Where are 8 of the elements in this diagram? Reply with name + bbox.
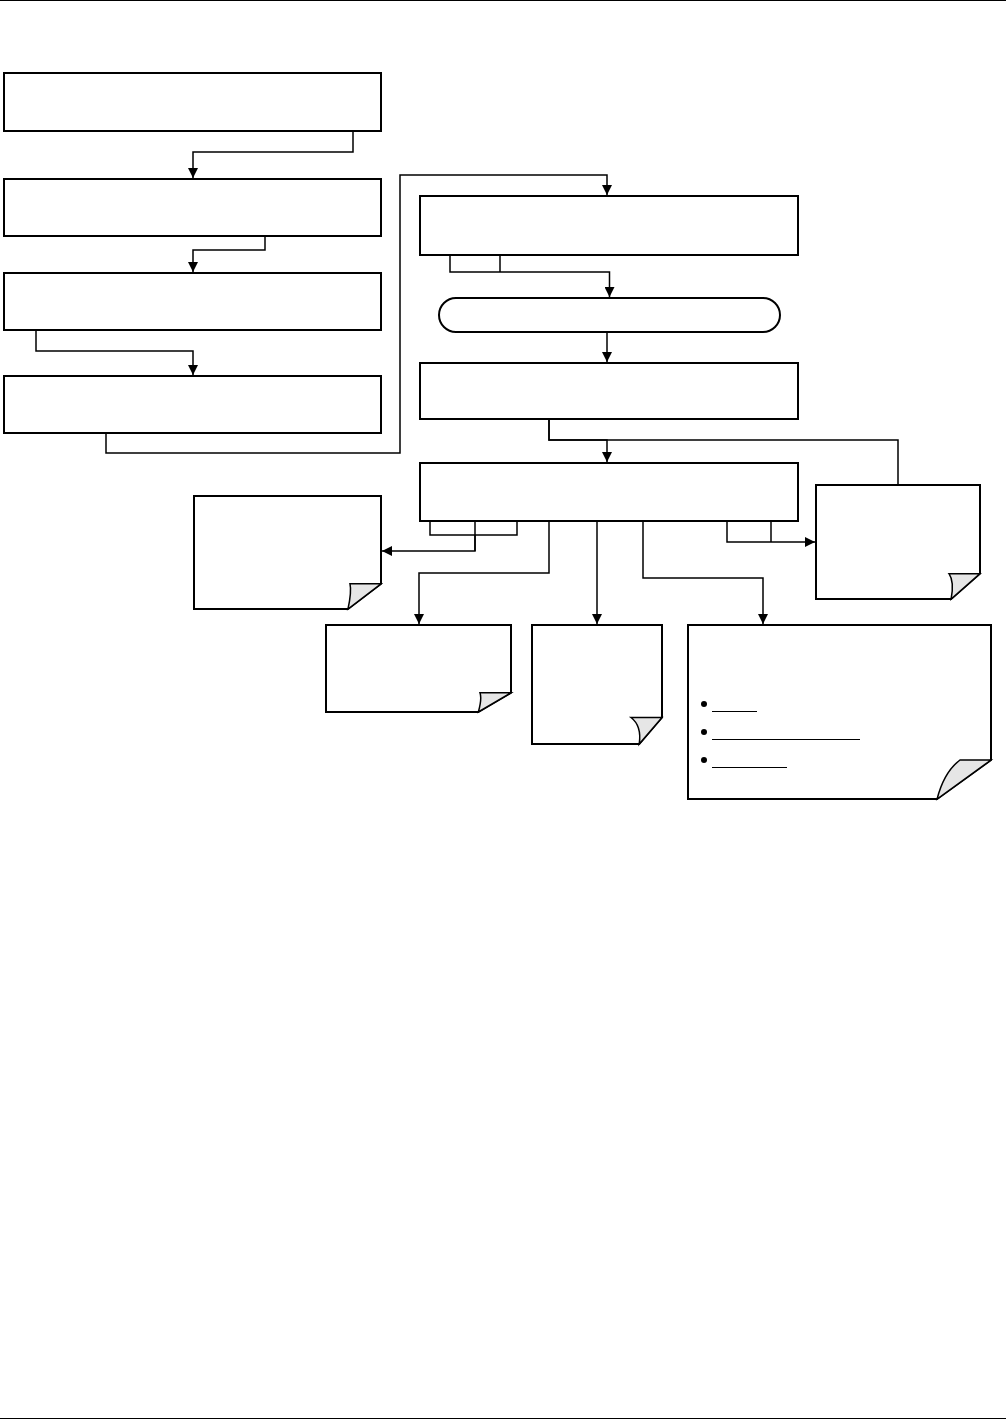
process-box — [419, 462, 799, 522]
process-box — [419, 195, 799, 256]
process-box — [3, 72, 382, 132]
process-box — [3, 375, 382, 434]
terminal-shape — [438, 297, 781, 333]
process-box — [419, 362, 799, 420]
process-box — [3, 178, 382, 237]
process-box — [3, 272, 382, 331]
